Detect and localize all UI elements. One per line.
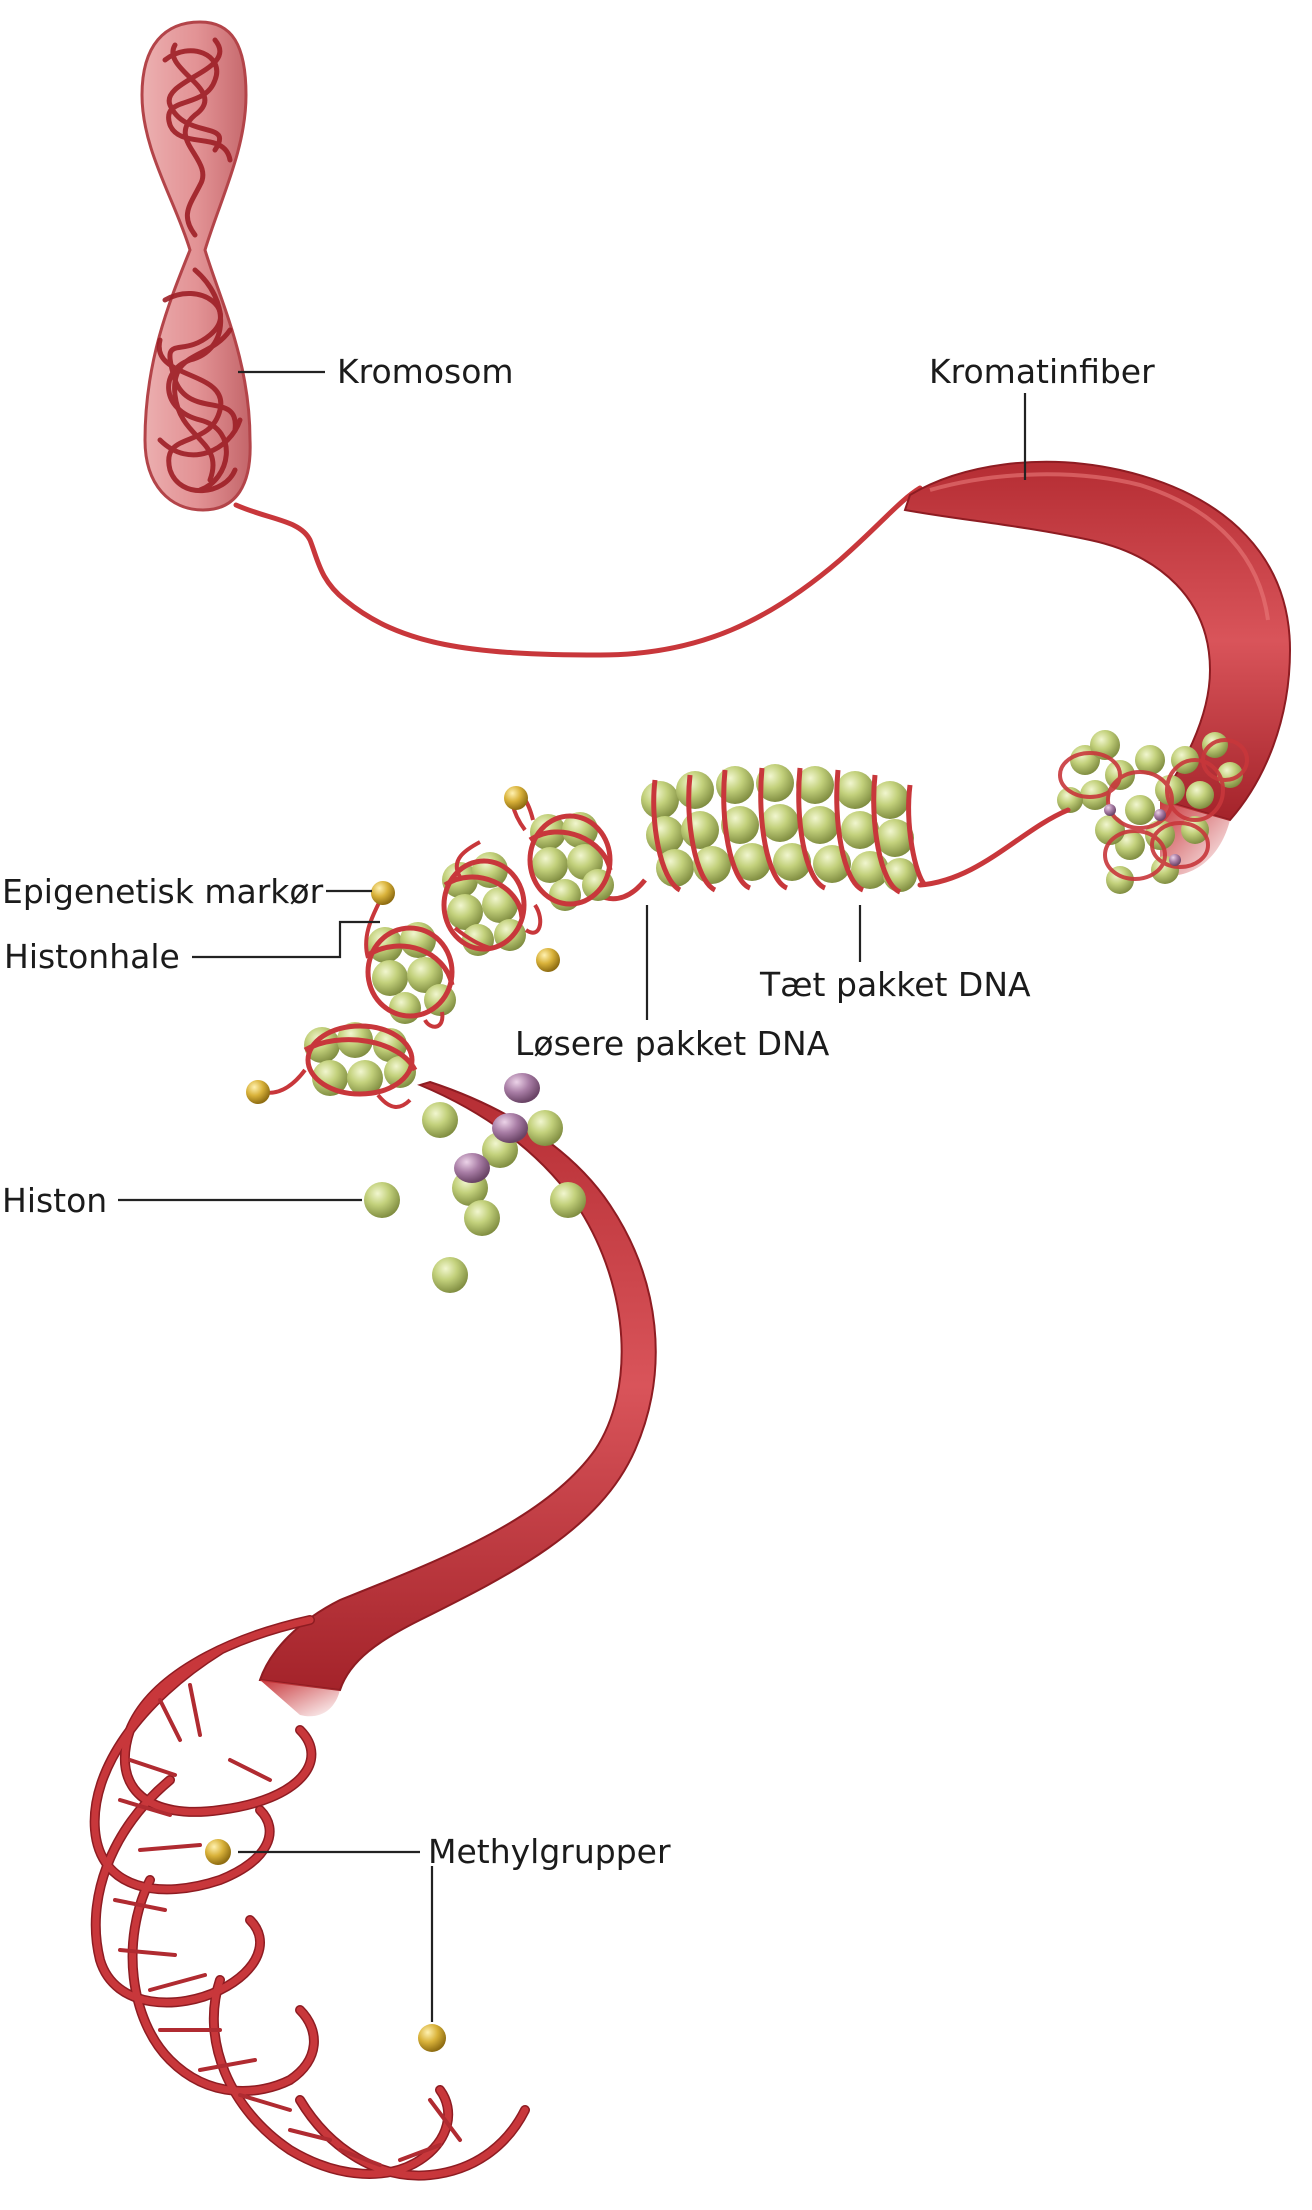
leader-histonhale [192,920,380,959]
label-histon: Histon [2,1181,107,1220]
label-histonhale: Histonhale [4,937,180,976]
label-losere-pakket-dna: Løsere pakket DNA [515,1024,830,1063]
label-kromatinfiber: Kromatinfiber [929,352,1155,391]
chromosome-icon [140,20,252,512]
label-kromosom: Kromosom [337,352,514,391]
label-taet-pakket-dna: Tæt pakket DNA [759,965,1031,1004]
histone-icon [364,1102,586,1293]
dna-strand-connector [233,485,923,658]
tight-nucleosome-array [641,764,927,895]
label-methylgrupper: Methylgrupper [428,1832,671,1871]
nucleosome-icon [365,922,456,1024]
nucleosome-icon [527,812,614,911]
nucleosome-icon [441,852,527,956]
leader-lines [118,370,1027,2022]
methyl-group-icon [205,1839,446,2052]
dna-double-helix [89,1615,530,2181]
nucleosome-icon [303,1022,418,1097]
nucleosome-cluster [1057,730,1249,894]
chromatin-fiber [903,460,1292,822]
label-epigenetisk-markor: Epigenetisk markør [2,872,324,911]
epigenetic-marker-icon [246,786,560,1104]
histone-purple-icon [454,1073,540,1183]
